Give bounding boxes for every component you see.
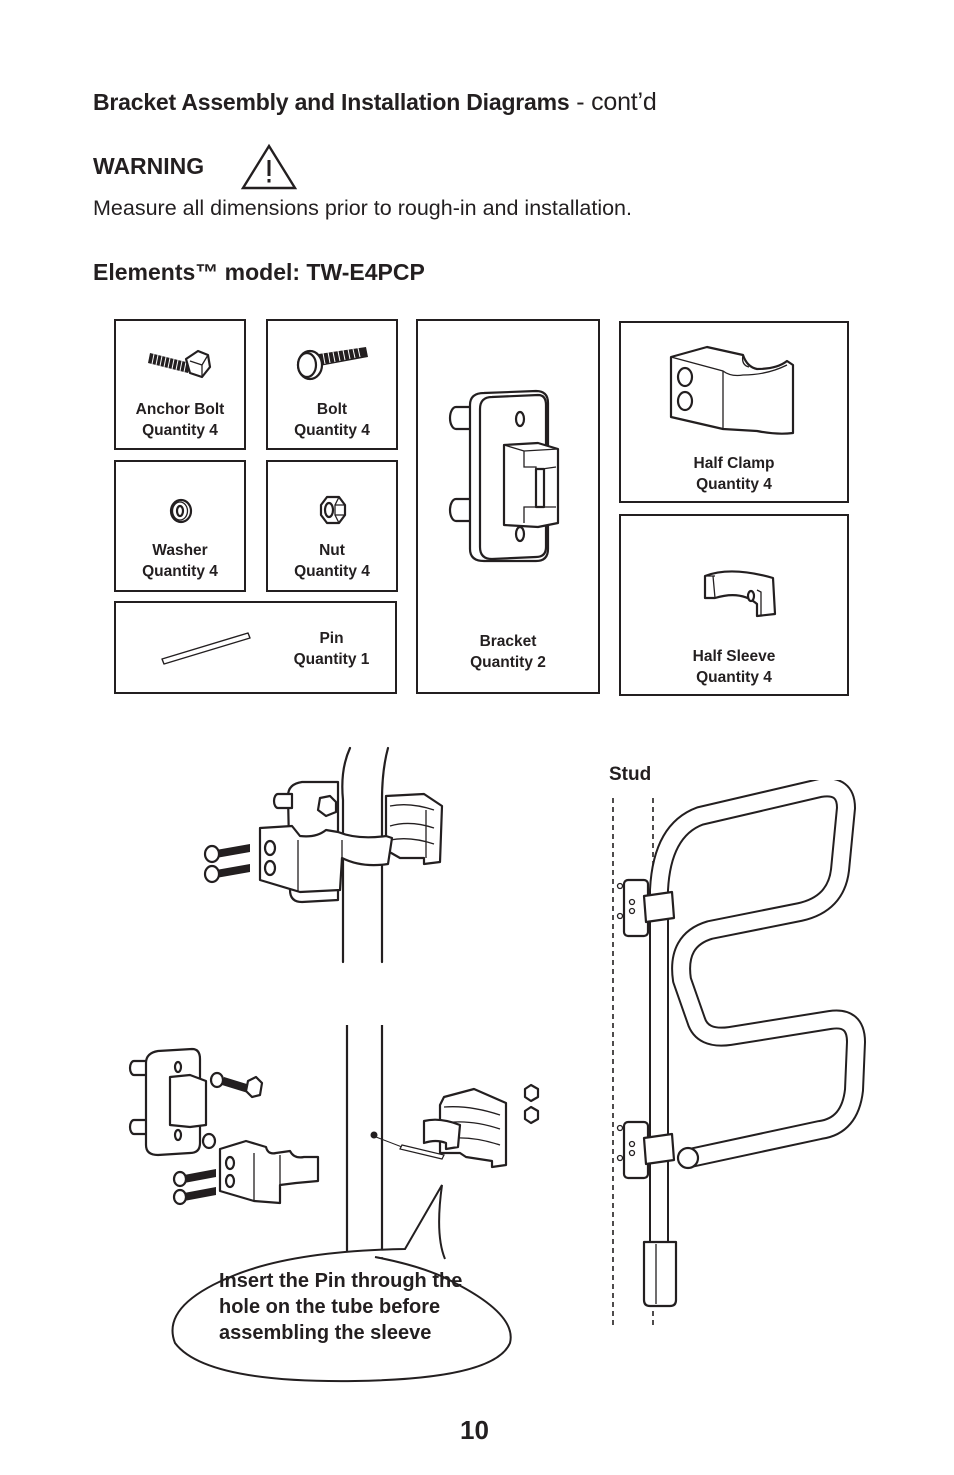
callout-text: Insert the Pin through the hole on the t… [219,1270,463,1344]
lower-bracket [616,1120,676,1180]
part-label-washer: Washer Quantity 4 [142,542,218,580]
part-label-half-sleeve: Half Sleeve Quantity 4 [692,648,776,686]
bar-end-cap [676,1146,700,1170]
pin-hole [370,1131,378,1139]
part-card-washer: Washer Quantity 4 [114,460,246,592]
warning-triangle-icon [240,143,298,190]
warning-label: WARNING [93,153,205,179]
half-sleeve-icon [703,570,777,618]
stud-label: Stud [609,764,652,785]
bar-foot [642,1240,678,1308]
washer-icon [169,498,193,524]
grab-bar-diagram [612,780,866,1325]
part-label-bolt: Bolt Quantity 4 [294,401,370,439]
part-label-half-clamp: Half Clamp Quantity 4 [693,455,775,493]
page-number: 10 [460,1415,489,1445]
model-heading: Elements™ model: TW-E4PCP [93,259,425,285]
bolts [203,844,250,884]
half-clamp-shape [218,1139,320,1205]
half-sleeve-shape [384,792,444,866]
half-clamp-shape [258,824,394,894]
part-label-anchor-bolt: Anchor Bolt Quantity 4 [135,401,225,439]
part-label-nut: Nut Quantity 4 [294,542,370,580]
part-label-pin: Pin Quantity 1 [293,630,370,668]
pin-icon [161,632,251,665]
callout-bubble [171,1184,512,1383]
tube-left-edge [341,746,352,964]
tube-right-edge [380,746,390,964]
nut-icon [319,495,347,525]
bolt-icon [296,347,368,381]
page-title-main: Bracket Assembly and Installation Diagra… [93,89,570,115]
bracket-peg [272,792,294,810]
part-card-bolt: Bolt Quantity 4 [266,319,398,450]
assembled-bracket-diagram [203,746,444,964]
upper-bracket [616,878,676,938]
page-title: Bracket Assembly and Installation Diagra… [93,88,657,117]
part-card-half-sleeve: Half Sleeve Quantity 4 [619,514,849,696]
nut-shape [316,794,338,818]
bracket-icon [448,389,560,563]
part-card-bracket: Bracket Quantity 2 [416,319,600,694]
warning-text: Measure all dimensions prior to rough-in… [93,196,632,220]
part-card-anchor-bolt: Anchor Bolt Quantity 4 [114,319,246,450]
half-clamp-icon [669,345,795,435]
nut-shape [523,1083,540,1103]
part-card-nut: Nut Quantity 4 [266,460,398,592]
part-card-half-clamp: Half Clamp Quantity 4 [619,321,849,503]
anchor-bolt-icon [148,349,212,379]
part-card-pin: Pin Quantity 1 [114,601,397,694]
page-title-suffix: - cont’d [569,88,657,116]
pin-shape [399,1144,445,1160]
exploded-bracket-diagram [128,1025,540,1272]
nut-shape [523,1105,540,1125]
part-label-bracket: Bracket Quantity 2 [470,633,546,671]
